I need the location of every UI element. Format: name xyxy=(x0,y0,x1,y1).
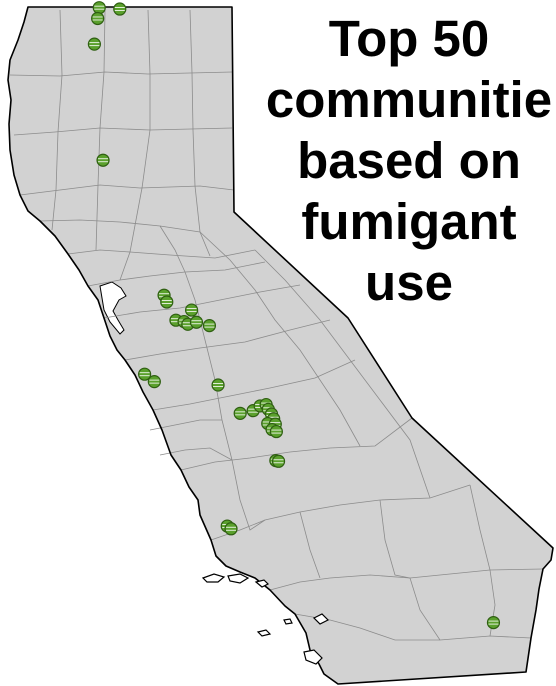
county-line xyxy=(39,219,201,233)
community-marker-dot xyxy=(92,1,106,15)
map-title-line-3: based on xyxy=(297,132,521,189)
county-line xyxy=(210,484,471,541)
county-line xyxy=(149,419,222,431)
community-marker xyxy=(113,2,127,16)
channel-island xyxy=(256,629,272,637)
community-marker xyxy=(87,37,102,51)
community-marker-dot xyxy=(147,375,161,389)
community-marker-dot xyxy=(138,367,152,381)
sf-bay xyxy=(99,281,127,335)
county-line xyxy=(199,231,361,447)
community-marker xyxy=(211,378,225,392)
state-land xyxy=(8,7,553,684)
community-markers xyxy=(87,1,501,630)
community-marker-dot xyxy=(189,315,204,329)
community-marker xyxy=(189,315,204,329)
map-title-line-1: Top 50 xyxy=(328,10,490,67)
county-line xyxy=(152,359,356,411)
community-marker xyxy=(269,424,283,439)
county-line xyxy=(409,577,441,641)
community-marker-dot xyxy=(113,2,127,16)
county-line xyxy=(269,568,544,591)
community-marker-dot xyxy=(211,378,225,392)
community-marker-dot xyxy=(224,522,238,536)
channel-island xyxy=(312,613,330,625)
community-marker xyxy=(233,406,247,420)
community-marker-dot xyxy=(271,454,286,468)
county-line xyxy=(231,459,266,531)
community-marker-dot xyxy=(185,303,199,317)
county-line xyxy=(51,9,63,231)
channel-island xyxy=(201,573,226,583)
community-marker xyxy=(96,153,110,167)
county-line xyxy=(159,447,233,461)
community-marker xyxy=(91,11,105,26)
community-marker xyxy=(202,319,217,333)
community-marker-dot xyxy=(96,153,110,167)
map-title: Top 50 communitie based on fumigant use xyxy=(262,8,556,313)
community-marker-dot xyxy=(269,424,283,439)
county-line xyxy=(67,249,256,259)
county-line xyxy=(469,484,491,571)
channel-island xyxy=(254,579,270,588)
community-marker xyxy=(92,1,106,15)
state-land-shape xyxy=(8,7,553,684)
community-marker xyxy=(147,375,161,389)
county-boundaries xyxy=(9,9,544,641)
county-line xyxy=(95,9,106,251)
community-marker xyxy=(138,367,152,381)
county-line xyxy=(299,511,321,579)
community-marker xyxy=(185,303,199,317)
county-line xyxy=(189,9,211,257)
channel-island xyxy=(303,649,323,665)
community-marker-dot xyxy=(160,295,174,309)
community-marker xyxy=(160,295,174,309)
county-line xyxy=(254,249,431,499)
state-outline xyxy=(7,6,554,685)
community-marker xyxy=(271,454,286,468)
county-line xyxy=(103,284,301,319)
community-marker-dot xyxy=(91,11,105,26)
channel-island xyxy=(227,573,250,584)
map-title-line-4: fumigant xyxy=(301,193,517,250)
community-marker xyxy=(486,615,501,630)
county-line xyxy=(124,319,331,361)
county-line xyxy=(379,499,411,579)
community-marker-dot xyxy=(233,406,247,420)
community-marker-dot xyxy=(202,319,217,333)
map-title-line-2: communitie xyxy=(265,71,553,128)
state-border xyxy=(7,6,554,685)
community-marker-dot xyxy=(486,615,501,630)
map-title-line-5: use xyxy=(365,254,453,311)
community-marker-dot xyxy=(87,37,102,51)
community-marker xyxy=(224,522,238,536)
channel-island xyxy=(283,618,293,625)
county-line xyxy=(180,417,413,471)
county-line xyxy=(9,71,233,77)
county-line xyxy=(87,261,266,287)
county-line xyxy=(19,184,235,196)
county-line xyxy=(119,9,151,281)
